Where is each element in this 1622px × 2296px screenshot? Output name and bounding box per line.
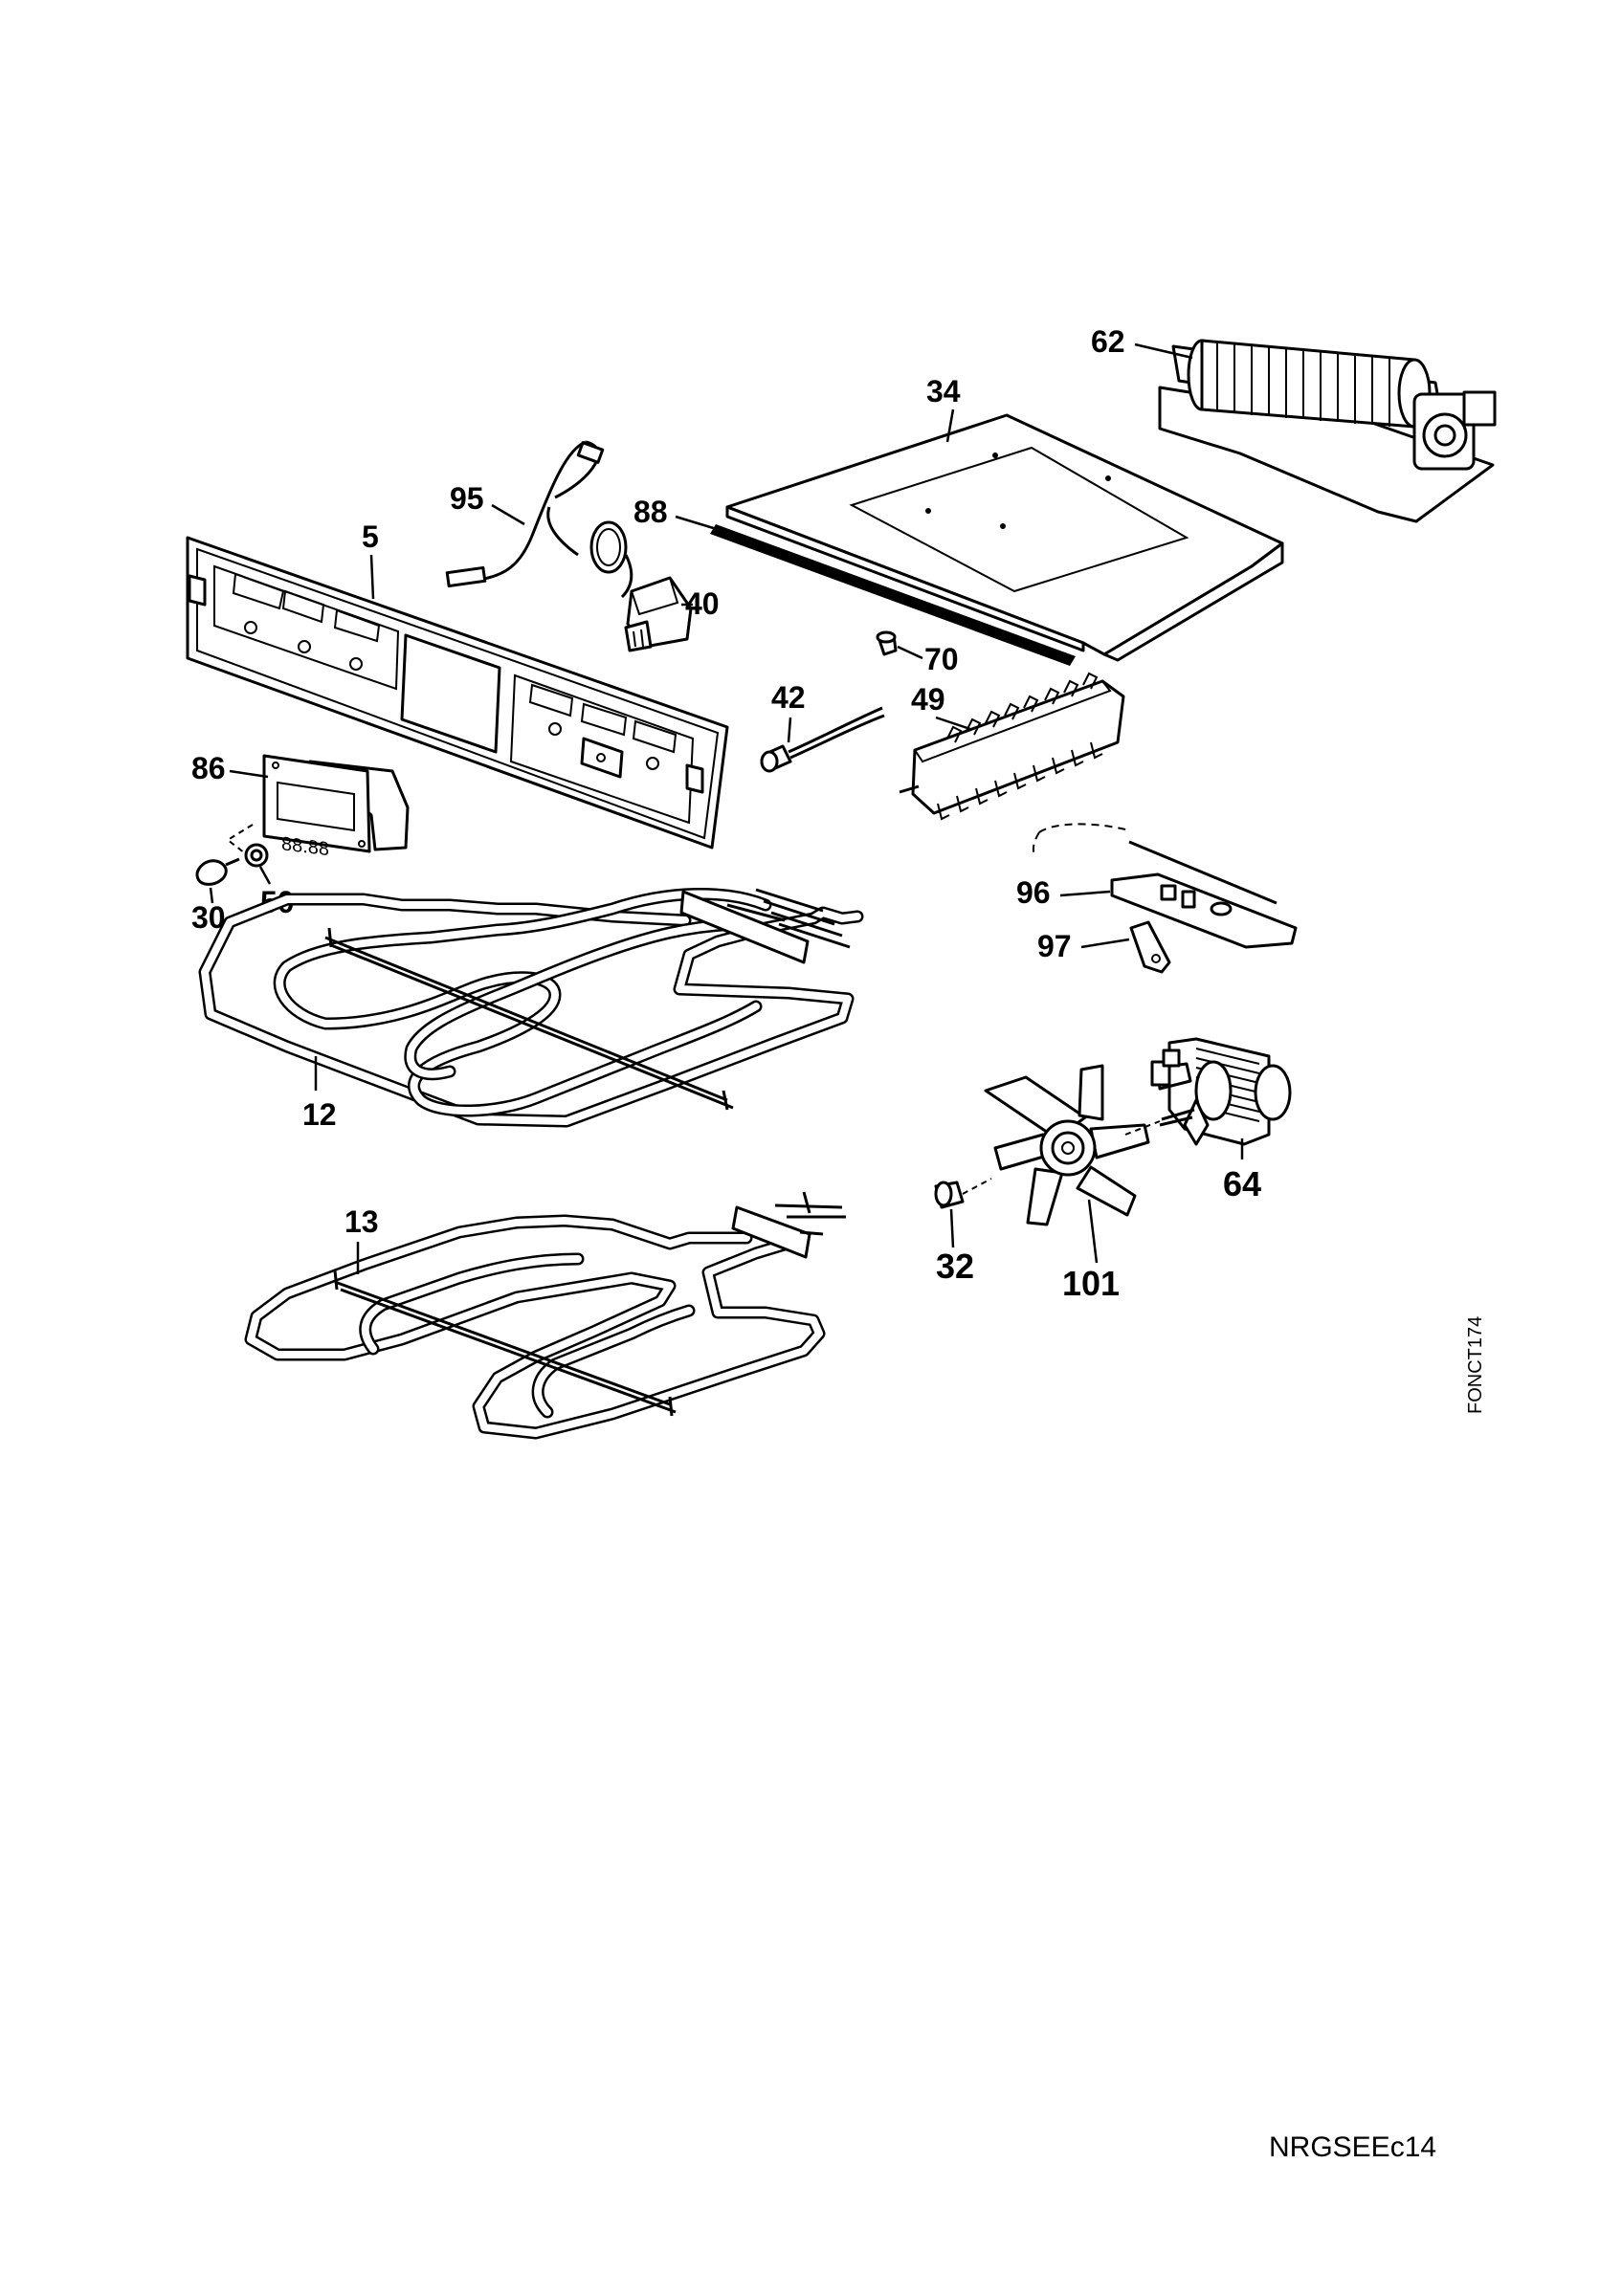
label-12: 12: [302, 1097, 337, 1132]
seal-strip-part-88: [710, 524, 1076, 666]
tangential-fan-part-62: [1158, 339, 1497, 523]
knob-part-30: [195, 857, 240, 886]
label-49: 49: [911, 682, 945, 717]
label-97: 97: [1037, 929, 1072, 963]
label-86: 86: [191, 751, 226, 785]
fuse-cap-part-70: [876, 630, 898, 656]
footer-code: NRGSEEc14: [1269, 2131, 1436, 2163]
fan-blade-part-101: [984, 1064, 1150, 1226]
label-101: 101: [1062, 1264, 1120, 1303]
transformer-part-40: [624, 576, 693, 652]
clip-part-97: [1129, 920, 1171, 974]
label-13: 13: [344, 1204, 379, 1239]
label-62: 62: [1091, 324, 1125, 359]
label-34: 34: [926, 374, 961, 408]
washer-part-50: [244, 843, 269, 868]
wire-harness-part-95: [445, 440, 633, 599]
top-panel-part-34: [725, 413, 1284, 662]
label-42: 42: [771, 680, 806, 715]
nut-part-32: [934, 1181, 965, 1209]
label-64: 64: [1223, 1164, 1261, 1203]
lower-element-part-13: [244, 1191, 846, 1440]
label-95: 95: [450, 481, 484, 516]
display-module-part-86: 88.88: [262, 754, 410, 860]
thermostat-bracket-part-96: [1032, 823, 1298, 949]
selector-switch-part-49: [899, 672, 1125, 821]
label-32: 32: [936, 1247, 974, 1286]
label-5: 5: [362, 519, 379, 554]
label-70: 70: [924, 642, 959, 676]
label-96: 96: [1016, 875, 1051, 910]
label-88: 88: [633, 495, 668, 529]
grill-element-part-12: [198, 887, 864, 1128]
indicator-lamp-part-42: [760, 706, 885, 773]
control-panel-frame-part-5: [186, 536, 729, 850]
side-reference-code: FONCT174: [1465, 1316, 1486, 1414]
fan-motor-part-64: [1124, 1037, 1292, 1146]
